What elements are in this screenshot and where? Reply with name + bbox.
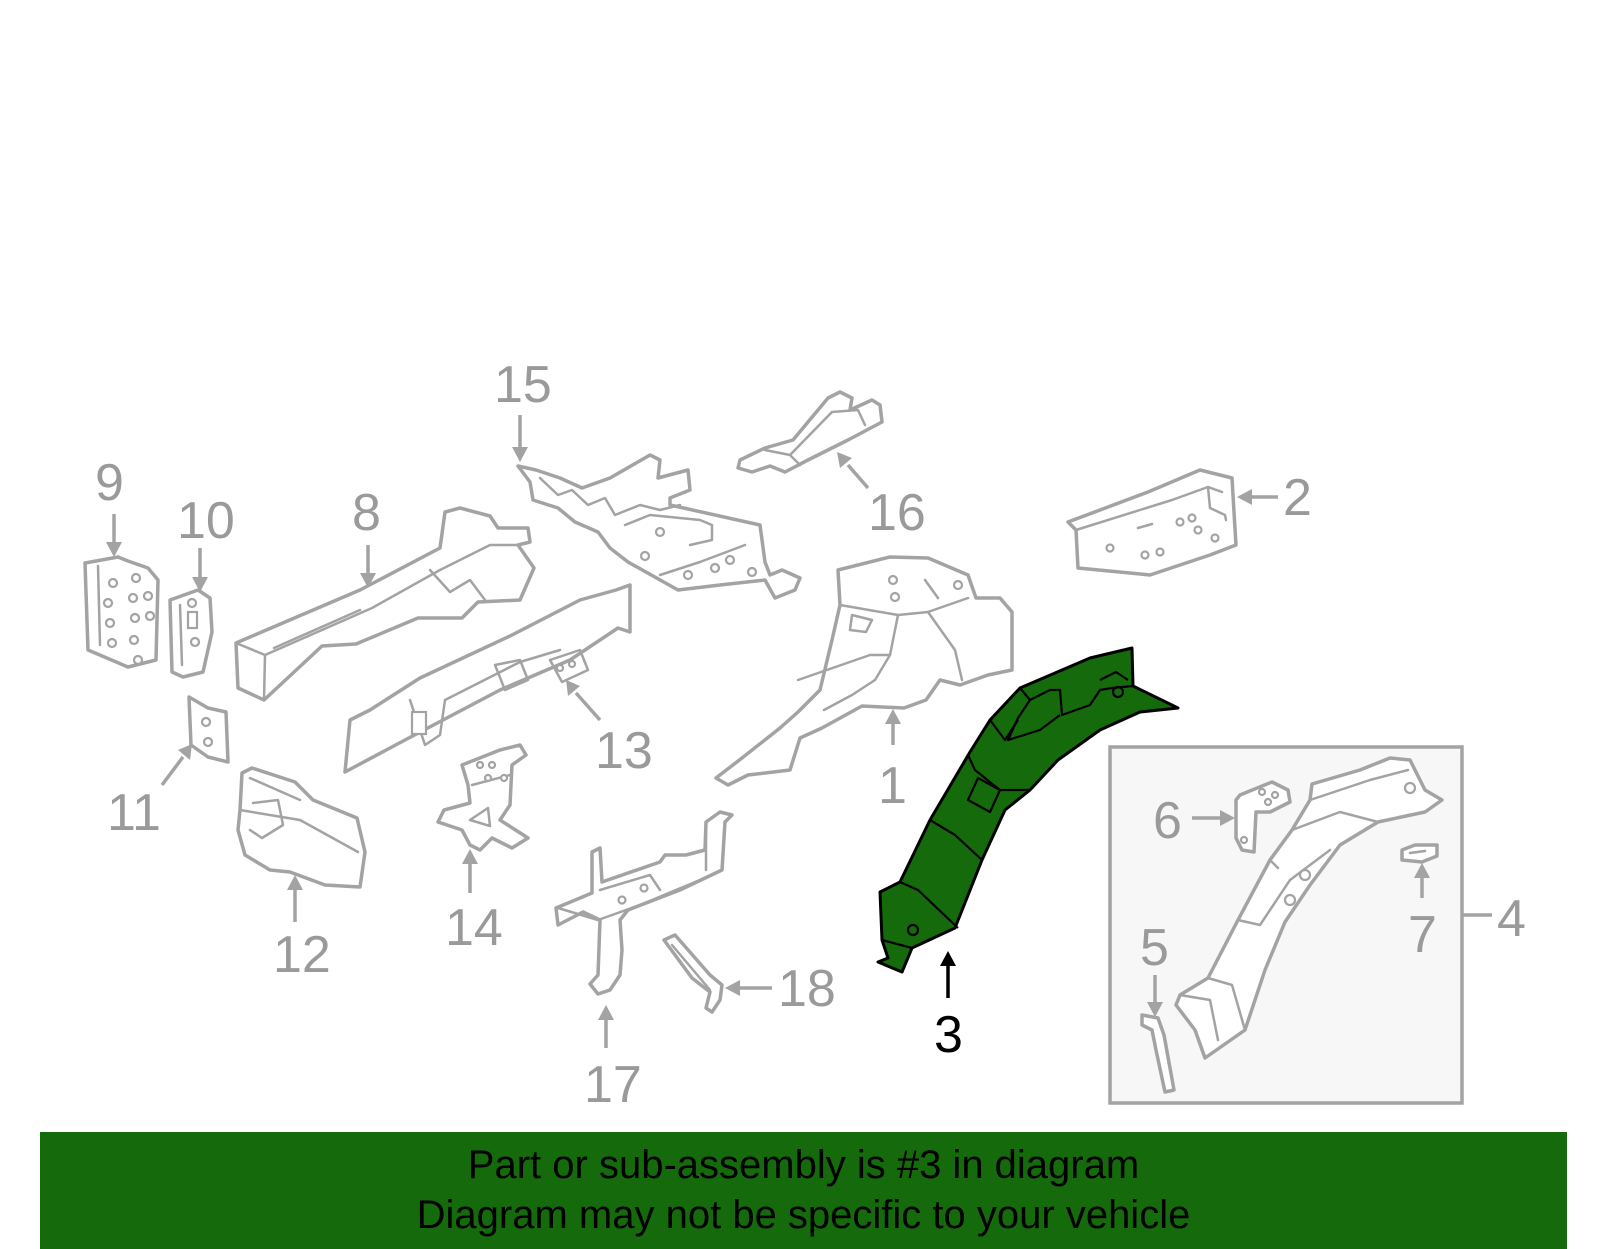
arrow-2 (1237, 489, 1252, 505)
info-banner: Part or sub-assembly is #3 in diagram Di… (40, 1132, 1567, 1249)
callout-10: 10 (177, 492, 235, 550)
arrow-12 (287, 875, 303, 890)
callout-12: 12 (273, 926, 331, 984)
callout-5: 5 (1140, 919, 1169, 977)
callout-4: 4 (1497, 890, 1526, 948)
callout-15: 15 (494, 356, 552, 414)
callout-16: 16 (868, 484, 926, 542)
callout-8: 8 (352, 484, 381, 542)
part-18[interactable] (662, 933, 724, 1014)
banner-line-1: Part or sub-assembly is #3 in diagram (467, 1143, 1140, 1187)
arrow-3 (940, 951, 956, 966)
callout-1: 1 (878, 757, 907, 815)
part-5[interactable] (1140, 1013, 1176, 1094)
arrow-17 (598, 1005, 614, 1020)
callout-13: 13 (595, 722, 653, 780)
callout-9: 9 (95, 454, 124, 512)
part-12[interactable] (236, 766, 367, 889)
arrow-9 (106, 542, 122, 557)
part-14[interactable] (436, 743, 530, 852)
callout-6: 6 (1153, 792, 1182, 850)
part-8[interactable] (234, 506, 536, 702)
callout-11: 11 (107, 784, 161, 842)
arrow-10 (192, 577, 208, 592)
part-9[interactable] (83, 555, 160, 669)
part-11[interactable] (187, 695, 230, 764)
arrow-5 (1147, 1002, 1163, 1017)
part-10[interactable] (168, 588, 214, 679)
part-15[interactable] (516, 453, 802, 600)
part-4[interactable] (1174, 756, 1444, 1060)
callout-7: 7 (1408, 906, 1437, 964)
part-1[interactable] (714, 555, 1014, 787)
part-7[interactable] (1400, 843, 1439, 864)
part-16[interactable] (736, 390, 884, 474)
part-17[interactable] (554, 810, 734, 996)
arrow-13 (566, 680, 580, 696)
leader-13 (574, 691, 602, 722)
banner-line-2: Diagram may not be specific to your vehi… (416, 1193, 1191, 1237)
leader-16 (846, 463, 870, 490)
arrow-6 (1220, 810, 1235, 826)
part-3-highlighted[interactable] (876, 646, 1180, 974)
part-13[interactable] (343, 583, 632, 774)
arrow-11 (178, 744, 192, 760)
callout-3: 3 (934, 1006, 963, 1064)
arrow-8 (360, 573, 376, 588)
callout-2: 2 (1283, 469, 1312, 527)
arrow-15 (512, 447, 528, 462)
part-6[interactable] (1234, 780, 1292, 854)
callout-14: 14 (445, 899, 503, 957)
leader-11 (160, 755, 185, 787)
callout-18: 18 (778, 960, 836, 1018)
callout-17: 17 (584, 1056, 642, 1114)
arrow-7 (1414, 863, 1430, 878)
arrow-14 (462, 849, 478, 864)
arrow-18 (725, 980, 740, 996)
part-2[interactable] (1066, 468, 1238, 577)
arrow-1 (885, 709, 901, 724)
arrow-16 (837, 452, 852, 468)
